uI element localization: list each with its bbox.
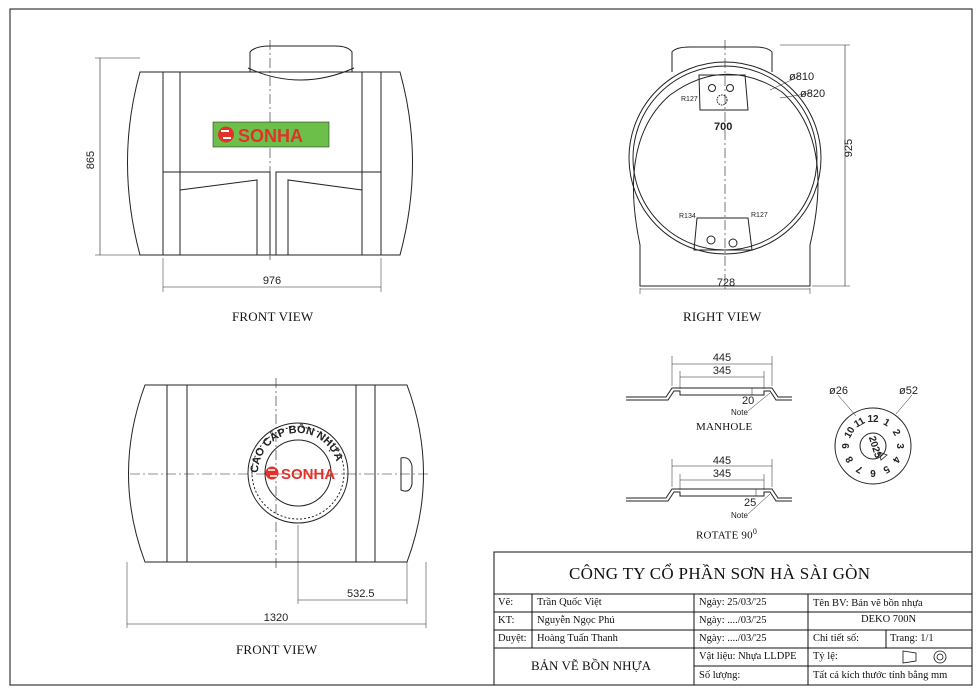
dial-d26: ø26 (829, 385, 848, 397)
right-view-label: RIGHT VIEW (683, 309, 762, 324)
port-r134: R134 (679, 213, 696, 220)
rotate-label: ROTATE 900 (696, 527, 757, 542)
port-r127-b: R127 (751, 212, 768, 219)
front-view-top (95, 40, 413, 292)
dia-810: ø810 (789, 71, 814, 83)
dial-number: 2 (890, 428, 903, 439)
sheet-border (9, 8, 973, 686)
tb-ve-label: Vẽ: (498, 597, 514, 608)
tb-company: CÔNG TY CỔ PHẦN SƠN HÀ SÀI GÒN (569, 564, 871, 583)
dial-number: 5 (881, 463, 892, 476)
dim-right-height: 925 (843, 139, 855, 157)
manhole-label: MANHOLE (696, 421, 753, 433)
dial-number: 11 (852, 415, 867, 430)
dim-bottom-offset: 532.5 (347, 588, 375, 600)
dial-number: 7 (854, 463, 865, 476)
tb-drawing-title: BẢN VẼ BỒN NHỰA (531, 658, 651, 673)
front-view-top-label: FRONT VIEW (232, 309, 314, 324)
right-view-ports (706, 84, 738, 248)
tb-duyet-date: Ngày: ..../03/'25 (699, 633, 767, 644)
dim-front-width: 976 (263, 275, 281, 287)
tb-kt-name: Nguyễn Ngọc Phú (537, 615, 615, 626)
tb-model: DEKO 700N (861, 614, 917, 625)
dial-number: 8 (844, 454, 857, 465)
tb-duyet-name: Hoàng Tuấn Thanh (537, 633, 618, 644)
date-dial (834, 394, 913, 485)
tb-material: Vật liệu: Nhựa LLDPE (699, 651, 797, 662)
tb-kt-date: Ngày: ..../03/'25 (699, 615, 767, 626)
sonha-logo-front: SONHA (212, 121, 330, 148)
rotate-label-sup: 0 (752, 527, 758, 536)
port-r127-a: R127 (681, 96, 698, 103)
tb-note-units: Tất cả kích thước tính bằng mm (813, 670, 948, 681)
rotate-detail (626, 459, 792, 515)
tb-duyet-label: Duyệt: (498, 633, 527, 644)
dial-arrow-icon (878, 451, 888, 461)
rotate-label-text: ROTATE 90 (696, 529, 753, 542)
title-block (493, 551, 973, 686)
dial-number: 12 (867, 414, 879, 425)
tb-quantity: Số lượng: (699, 670, 741, 681)
rotate-note: Note (731, 511, 748, 520)
dim-bottom-length: 1320 (264, 612, 288, 624)
dial-number: 10 (843, 425, 858, 441)
right-view (628, 40, 850, 294)
dial-d52: ø52 (899, 385, 918, 397)
dial-number: 4 (890, 454, 903, 465)
dial-number: 3 (894, 443, 905, 449)
manhole-inner: 345 (713, 365, 731, 377)
tb-trang: Trang: 1/1 (890, 633, 934, 644)
dial-year: 2025 (866, 435, 883, 460)
tb-chi-tiet: Chi tiết số: (813, 633, 860, 644)
tb-kt-label: KT: (498, 615, 515, 626)
rotate-depth: 25 (744, 497, 756, 509)
dia-820: ø820 (800, 88, 825, 100)
front-view-bottom (126, 378, 430, 628)
brand-name-seal: SONHA (281, 466, 335, 483)
tb-ve-name: Trần Quốc Việt (537, 597, 602, 608)
dim-right-width: 728 (717, 277, 735, 289)
tb-ty-le: Tỷ lệ: (813, 651, 838, 662)
dim-front-height: 865 (85, 151, 97, 169)
manhole-detail (626, 356, 792, 412)
manhole-note: Note (731, 408, 748, 417)
dial-number: 1 (881, 417, 892, 430)
rotate-inner: 345 (713, 468, 731, 480)
dial-number: 6 (870, 467, 876, 478)
tb-ve-date: Ngày: 25/03/'25 (699, 597, 767, 608)
dial-number: 9 (841, 443, 852, 449)
front-view-bottom-label: FRONT VIEW (236, 642, 318, 657)
right-view-capacity: 700 (714, 121, 732, 133)
rotate-outer: 445 (713, 455, 731, 467)
manhole-outer: 445 (713, 352, 731, 364)
tb-ten-bv: Tên BV: Bản vẽ bồn nhựa (813, 598, 923, 609)
brand-name-front: SONHA (238, 126, 303, 146)
manhole-depth: 20 (742, 395, 754, 407)
